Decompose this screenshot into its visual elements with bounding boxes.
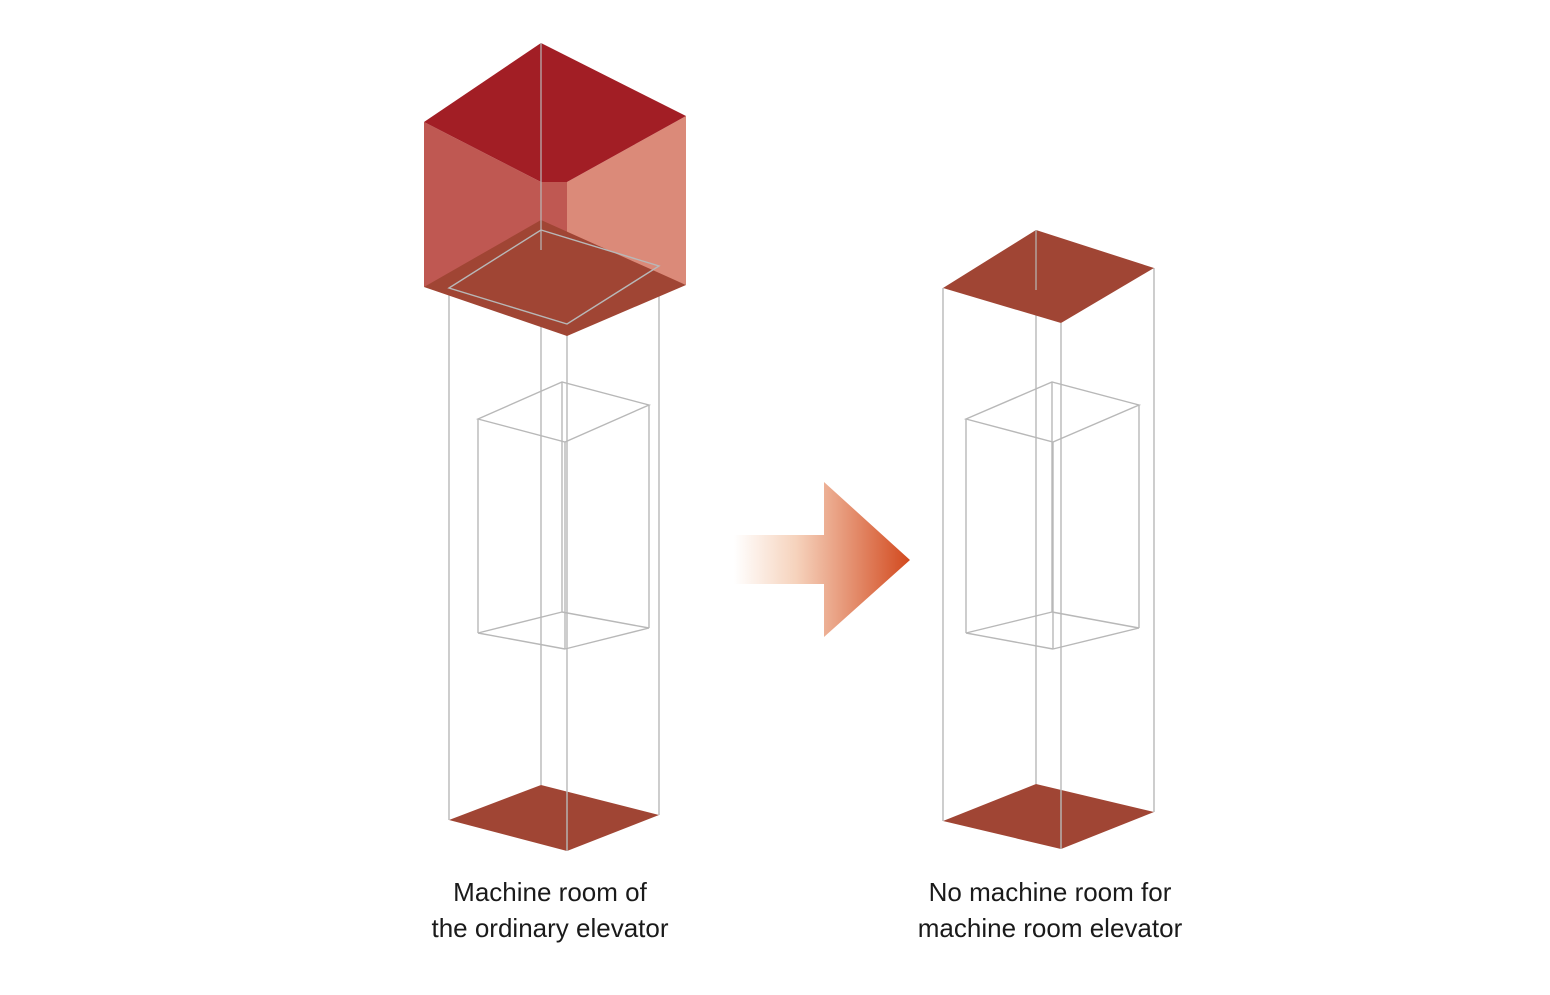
caption-line: No machine room for bbox=[928, 877, 1172, 907]
machine-room-floor-slab bbox=[424, 220, 686, 336]
machine-room-less-caption: No machine room for machine room elevato… bbox=[840, 874, 1260, 946]
caption-line: machine room elevator bbox=[917, 913, 1183, 943]
elevator-car bbox=[475, 381, 652, 650]
shaft-top-slab bbox=[943, 230, 1154, 323]
pit-slab bbox=[449, 785, 659, 851]
ordinary-elevator-caption: Machine room of the ordinary elevator bbox=[340, 874, 760, 946]
caption-line: Machine room of bbox=[453, 877, 647, 907]
elevator-shaft bbox=[942, 230, 1155, 849]
elevator-car bbox=[963, 381, 1142, 650]
elevator-shaft bbox=[448, 250, 660, 851]
machine-room-right-face bbox=[567, 116, 686, 285]
ordinary-elevator bbox=[424, 43, 686, 851]
machine-room-top-face bbox=[424, 43, 686, 182]
machine-room bbox=[424, 43, 686, 336]
caption-line: the ordinary elevator bbox=[431, 913, 669, 943]
right-arrow-icon bbox=[734, 482, 910, 637]
machine-room-floor-outline bbox=[447, 229, 661, 325]
pit-slab bbox=[943, 784, 1154, 849]
machine-room-less-elevator bbox=[942, 230, 1155, 849]
